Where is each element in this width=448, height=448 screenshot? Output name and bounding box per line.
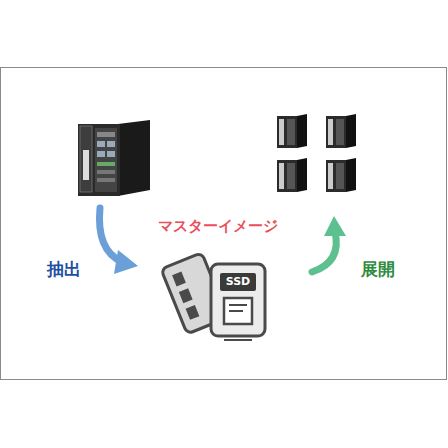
deploy-arrow (312, 216, 346, 272)
extract-label: 抽出 (47, 260, 81, 279)
extract-arrow (99, 208, 138, 274)
deploy-label: 展開 (361, 260, 395, 279)
master-image-label: マスターイメージ (158, 218, 278, 235)
industrial-pc (78, 120, 150, 196)
deployed-pcs (277, 114, 356, 192)
ssd-label: SSD (226, 276, 250, 288)
ssd-icon (161, 253, 265, 340)
